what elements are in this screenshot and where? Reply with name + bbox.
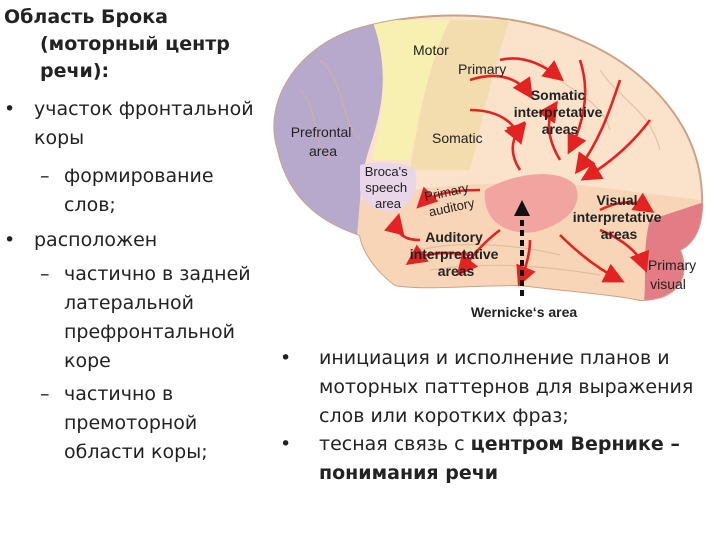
bullet-text: слов или коротких фраз; — [319, 405, 569, 427]
label-somatic-interp: Somatic interpretative areas — [514, 87, 607, 137]
sub-bullet-text: префронтальной — [64, 321, 235, 343]
sub-bullet-text: частично в задней — [64, 263, 251, 285]
bullet-text: участок фронтальной — [34, 98, 254, 120]
title-line-1: Область Брока — [4, 6, 168, 28]
arrows — [384, 57, 655, 287]
wernicke-region — [484, 174, 578, 233]
bullet-text: инициация и исполнение планов и — [319, 347, 670, 369]
label-broca: Broca's speech area — [365, 164, 412, 211]
bullet-text: коры — [34, 127, 85, 149]
bullet-text: моторных паттернов для выражения — [319, 376, 694, 398]
bullet-text: расположен — [34, 229, 158, 251]
title-line-2: (моторный центр — [40, 33, 230, 55]
sub-bullet-text: премоторной — [64, 412, 198, 434]
label-prefrontal: Prefrontal area — [291, 124, 356, 159]
label-motor: Motor — [413, 42, 449, 58]
title-line-3: речи): — [40, 60, 110, 82]
sub-bullet-text: латеральной — [64, 292, 194, 314]
bullet-bold-text: центром Вернике – — [470, 433, 680, 455]
label-auditory-interp: Auditory interpretative areas — [410, 229, 503, 279]
sub-bullet-text: области коры; — [64, 441, 208, 463]
somatic-region — [410, 20, 510, 170]
broca-region — [360, 162, 417, 212]
label-visual-interp: Visual interpretative areas — [573, 192, 666, 242]
label-primary: Primary — [458, 61, 506, 77]
label-somatic: Somatic — [432, 130, 483, 146]
label-wernicke: Wernicke‘s area — [471, 304, 578, 320]
temporal-region — [350, 183, 700, 300]
sub-bullet-text: частично в — [64, 383, 174, 405]
bullet-bold-text: понимания речи — [319, 462, 499, 484]
sub-bullet-text: формирование — [64, 165, 214, 187]
bullet-text: тесная связь с — [319, 433, 471, 455]
motor-region — [372, 20, 450, 160]
sub-bullet-text: слов; — [64, 194, 116, 216]
slide-title: Область Брока (моторный центр речи): — [4, 4, 254, 85]
sub-bullet-text: коре — [64, 350, 111, 372]
label-primary-visual: Primary visual — [648, 257, 700, 292]
